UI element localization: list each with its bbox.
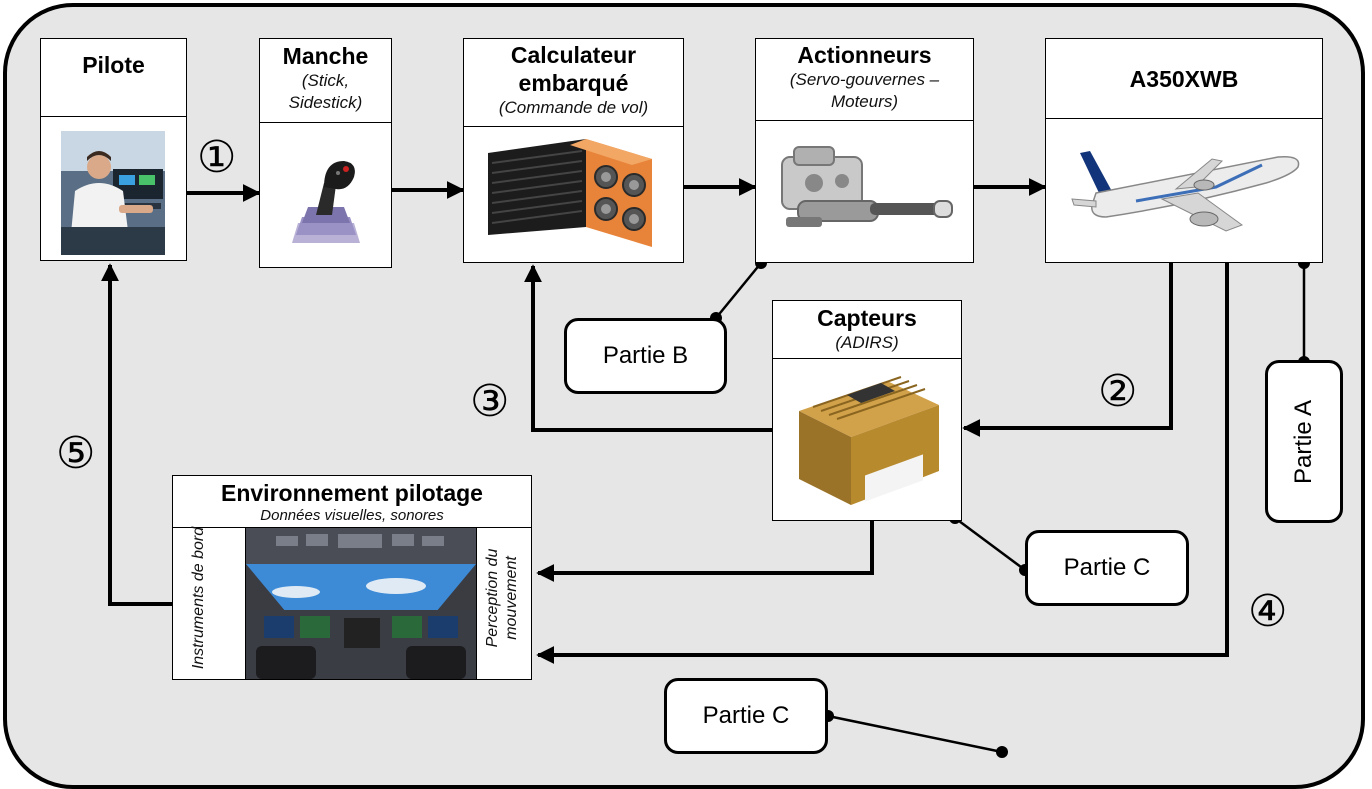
actionneurs-title: Actionneurs xyxy=(797,42,932,68)
block-calculateur: Calculateur embarqué (Commande de vol) xyxy=(463,38,684,263)
leader-partie-b xyxy=(715,262,762,319)
block-avion-header: A350XWB xyxy=(1046,39,1322,119)
leader-partie-c1 xyxy=(954,516,1026,572)
joystick-icon xyxy=(292,161,360,243)
environnement-right-label: Perception du mouvement xyxy=(484,548,520,648)
pilot-photo xyxy=(61,131,165,255)
capteurs-title: Capteurs xyxy=(817,305,917,331)
environnement-subtitle: Données visuelles, sonores xyxy=(260,507,444,524)
airplane-icon xyxy=(1071,151,1300,232)
flight-computer-icon xyxy=(488,139,652,247)
tag-partie-c-capteurs: Partie C xyxy=(1025,530,1189,606)
dot-frame-c xyxy=(996,746,1008,758)
avion-title: A350XWB xyxy=(1129,66,1239,92)
arrow-capteurs-calculateur xyxy=(524,264,772,432)
arrow-environnement-pilote xyxy=(101,263,172,606)
arrow-avion-environnement xyxy=(536,263,1229,664)
actuator-icon xyxy=(781,146,953,227)
arrow-avion-capteurs xyxy=(962,263,1173,437)
block-calculateur-header: Calculateur embarqué (Commande de vol) xyxy=(464,39,683,127)
block-environnement-header: Environnement pilotage Données visuelles… xyxy=(173,476,531,528)
environnement-left-label: Instruments de bord xyxy=(190,526,207,670)
block-actionneurs-header: Actionneurs (Servo-gouvernes – Moteurs) xyxy=(756,39,973,121)
manche-title: Manche xyxy=(282,43,369,69)
tag-partie-a-label: Partie A xyxy=(1290,399,1318,484)
block-actionneurs: Actionneurs (Servo-gouvernes – Moteurs) xyxy=(755,38,974,263)
block-pilote: Pilote xyxy=(40,38,187,261)
connection-lines xyxy=(101,178,1310,758)
diagram-stage: Pilote Manche (Stick, Sidestick) xyxy=(3,3,1365,789)
environnement-title: Environnement pilotage xyxy=(221,480,483,506)
arrow-capteurs-environnement xyxy=(536,521,874,582)
tag-partie-b: Partie B xyxy=(564,318,727,394)
block-pilote-header: Pilote xyxy=(41,39,186,117)
manche-subtitle: (Stick, Sidestick) xyxy=(288,71,363,112)
capteurs-subtitle: (ADIRS) xyxy=(835,333,899,352)
leader-partie-c2 xyxy=(827,714,1003,754)
cockpit-photo-frame xyxy=(245,528,477,679)
calculateur-title: Calculateur embarqué xyxy=(510,42,637,96)
cockpit-photo xyxy=(246,528,476,679)
block-environnement: Environnement pilotage Données visuelles… xyxy=(172,475,532,680)
marker-3: ③ xyxy=(470,377,510,426)
marker-1: ① xyxy=(197,133,237,182)
marker-2: ② xyxy=(1098,367,1138,416)
sensor-unit-icon xyxy=(799,376,939,505)
tag-partie-c-bottom: Partie C xyxy=(664,678,828,754)
block-capteurs-header: Capteurs (ADIRS) xyxy=(773,301,961,359)
block-manche-header: Manche (Stick, Sidestick) xyxy=(260,39,391,123)
block-avion: A350XWB xyxy=(1045,38,1323,263)
calculateur-subtitle: (Commande de vol) xyxy=(498,98,649,117)
block-manche: Manche (Stick, Sidestick) xyxy=(259,38,392,268)
block-capteurs: Capteurs (ADIRS) xyxy=(772,300,962,521)
pilote-title: Pilote xyxy=(82,52,145,78)
marker-4: ④ xyxy=(1248,587,1288,636)
marker-5: ⑤ xyxy=(56,429,96,478)
actionneurs-subtitle: (Servo-gouvernes – Moteurs) xyxy=(789,70,940,111)
tag-partie-a: Partie A xyxy=(1265,360,1343,523)
